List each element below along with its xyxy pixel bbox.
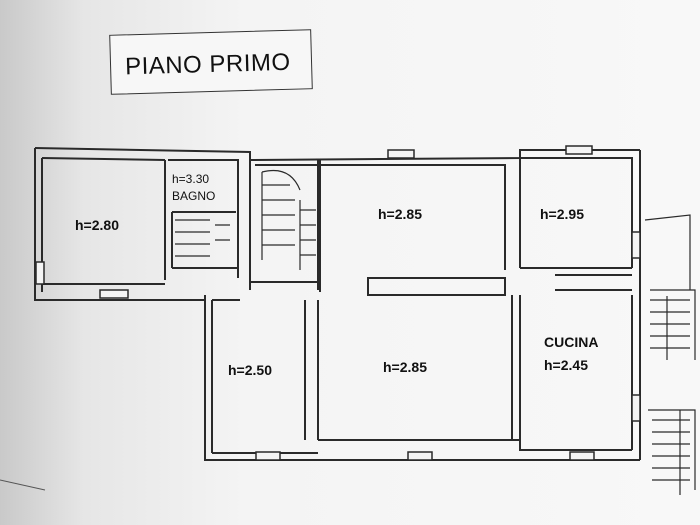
bagno-label: BAGNO [172, 189, 216, 203]
room-label-south-center: h=2.85 [383, 359, 427, 375]
room-label-nw: h=2.80 [75, 217, 119, 233]
cucina-label: CUCINA [544, 334, 599, 350]
ground-line [0, 479, 46, 491]
staircase [175, 169, 316, 270]
windows [35, 145, 641, 461]
room-label-sw: h=2.50 [228, 362, 272, 378]
title-box: PIANO PRIMO [109, 29, 313, 95]
room-label-north-center: h=2.85 [378, 206, 422, 222]
exterior-stairs [644, 214, 696, 495]
plan-title: PIANO PRIMO [124, 48, 291, 81]
room-label-ne: h=2.95 [540, 206, 584, 222]
bagno-height: h=3.30 [172, 172, 210, 186]
walls [34, 147, 641, 461]
cucina-height: h=2.45 [544, 357, 588, 373]
